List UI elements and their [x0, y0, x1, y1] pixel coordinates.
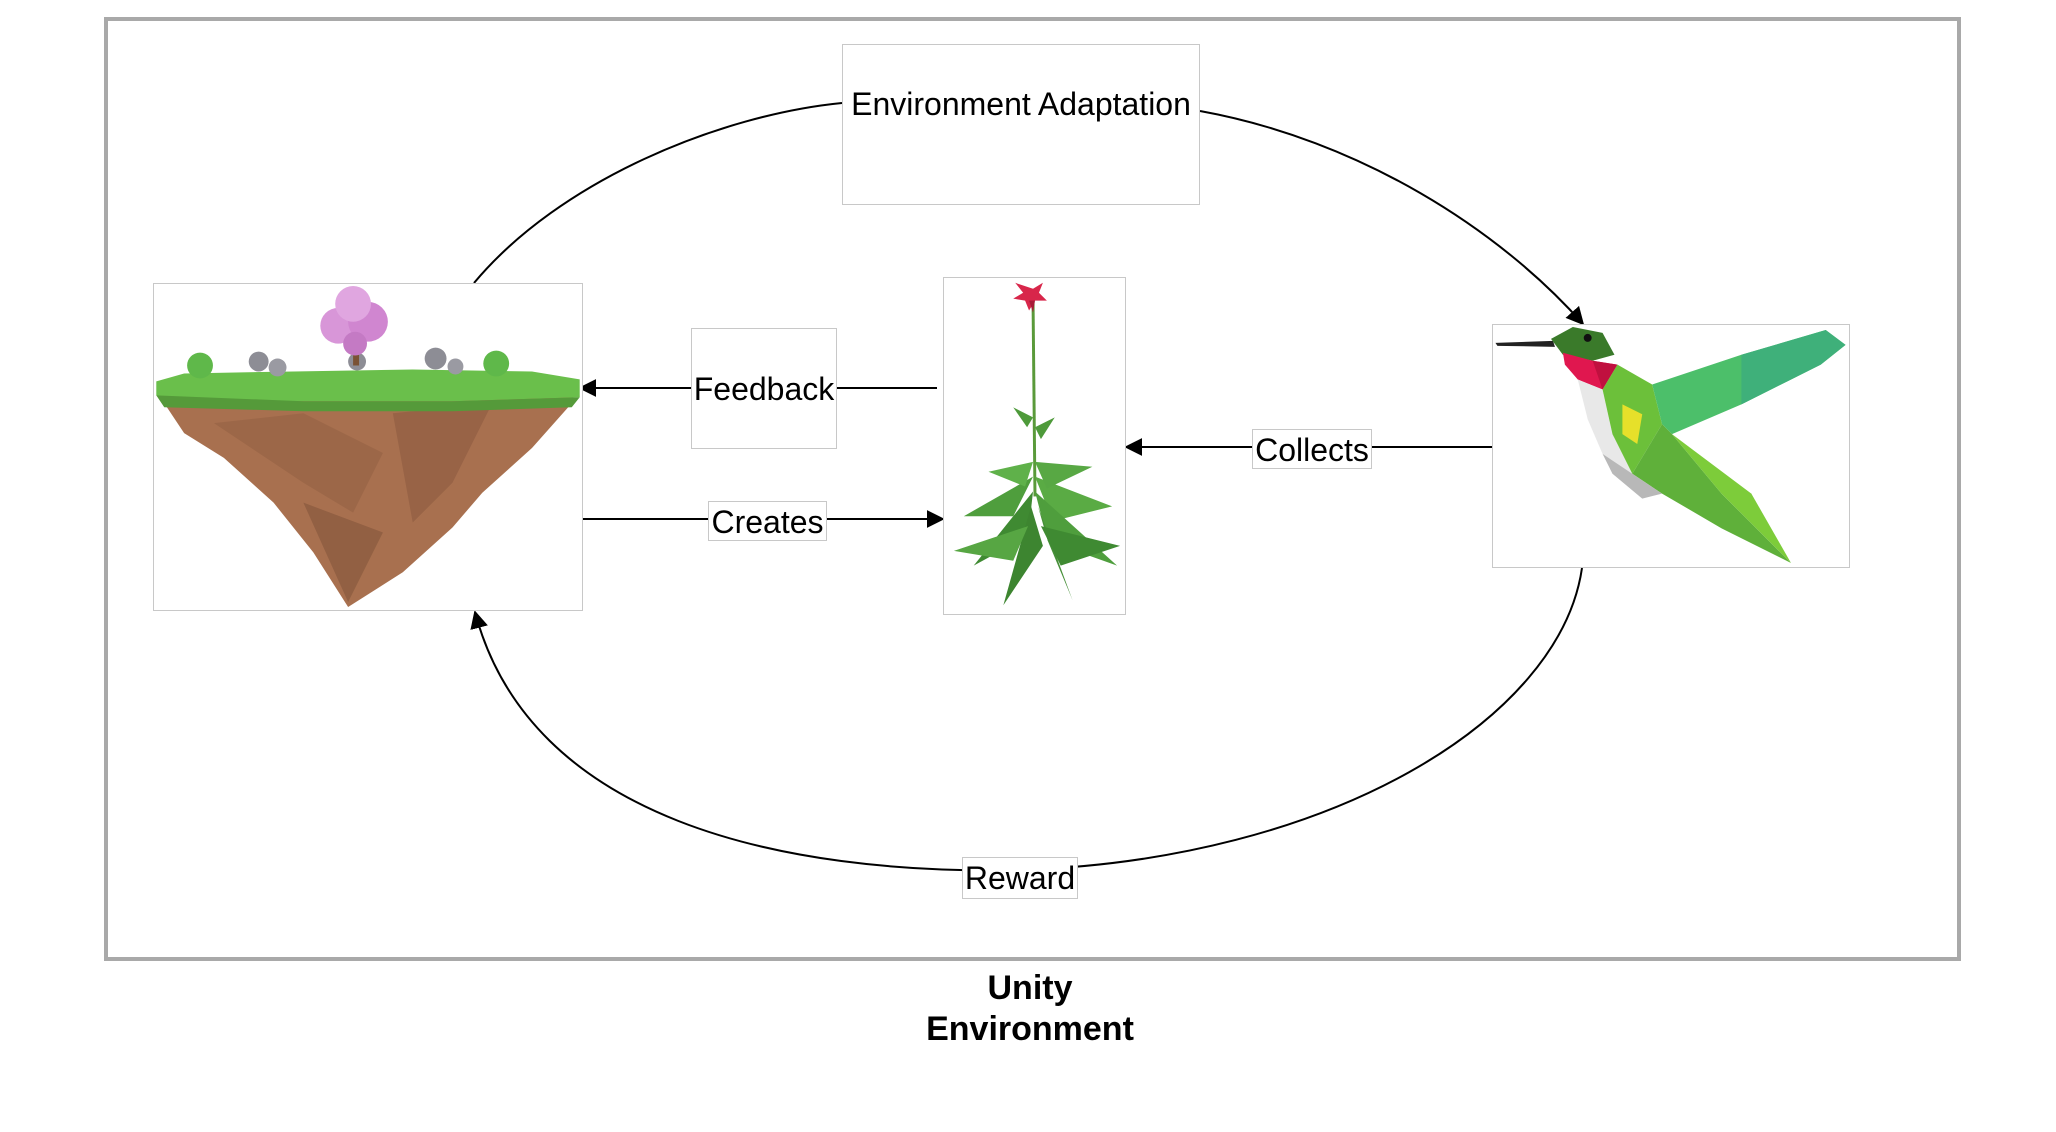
- floating-island-icon: [156, 285, 580, 608]
- hummingbird-icon: [1495, 326, 1846, 564]
- arc-to-hummingbird: [1199, 110, 1585, 326]
- caption-line-1: Unity: [987, 969, 1073, 1007]
- environment-adaptation-box: Environment Adaptation: [842, 44, 1200, 205]
- unity-environment-caption: Unity Environment: [880, 968, 1180, 1050]
- floating-island-node: [153, 283, 583, 611]
- environment-adaptation-label: Environment Adaptation: [851, 86, 1191, 122]
- caption-line-2: Environment: [926, 1010, 1134, 1048]
- reward-label: Reward: [962, 857, 1078, 899]
- collects-label: Collects: [1252, 429, 1372, 469]
- flower-plant-icon: [953, 282, 1121, 606]
- plant-node: [943, 277, 1126, 615]
- creates-label: Creates: [708, 501, 827, 541]
- unity-environment-frame: [104, 17, 1961, 961]
- hummingbird-node: [1492, 324, 1850, 568]
- feedback-label: Feedback: [693, 371, 835, 407]
- feedback-box: Feedback: [691, 328, 837, 449]
- arc-environment-adaptation: [473, 102, 843, 284]
